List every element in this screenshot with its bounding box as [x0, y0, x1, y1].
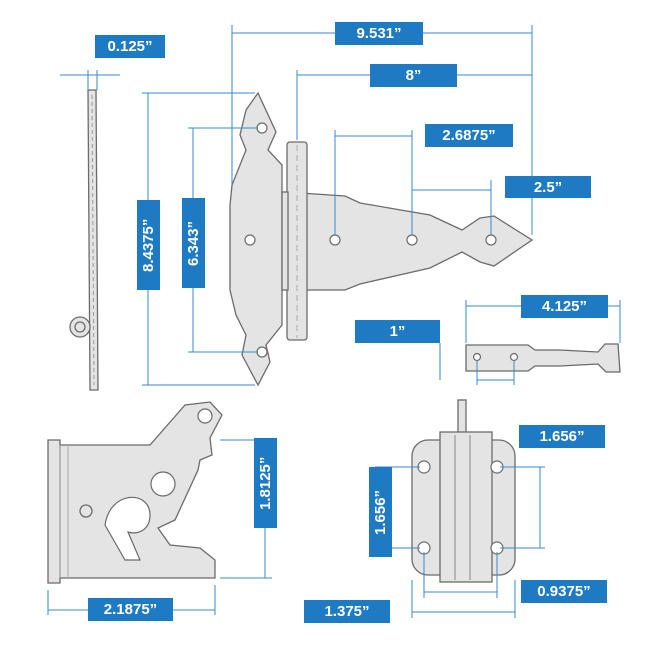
- dim-label-bolt-hole-spacing: 1”: [355, 320, 440, 343]
- dim-label-small-hinge-overall-width: 1.375”: [304, 600, 390, 623]
- latch-bolt: [465, 343, 621, 373]
- dim-label-tip-to-hole: 2.5”: [505, 176, 591, 198]
- dim-label-latch-width: 2.1875”: [88, 598, 173, 621]
- hinge-side-view: [69, 89, 99, 391]
- dim-label-small-hinge-hole-spacing: 0.9375”: [521, 580, 607, 603]
- dim-label-thickness: 0.125”: [95, 35, 165, 58]
- t-hinge: [229, 91, 534, 387]
- dim-label-strap-length: 8”: [370, 64, 457, 87]
- dim-label-overall-length: 9.531”: [335, 22, 423, 45]
- dim-label-bolt-length: 4.125”: [521, 295, 608, 318]
- dim-label-small-hinge-height: 1.656”: [369, 467, 392, 557]
- dim-label-leaf-hole-spacing: 6.343”: [182, 198, 205, 288]
- dim-label-latch-height: 1.8125”: [254, 438, 277, 528]
- dim-label-hole-spacing: 2.6875”: [425, 124, 513, 147]
- small-hinge: [411, 399, 516, 583]
- dim-label-small-hinge-width: 1.656”: [519, 425, 605, 448]
- dim-label-leaf-height: 8.4375”: [137, 200, 160, 290]
- gate-latch: [47, 401, 223, 584]
